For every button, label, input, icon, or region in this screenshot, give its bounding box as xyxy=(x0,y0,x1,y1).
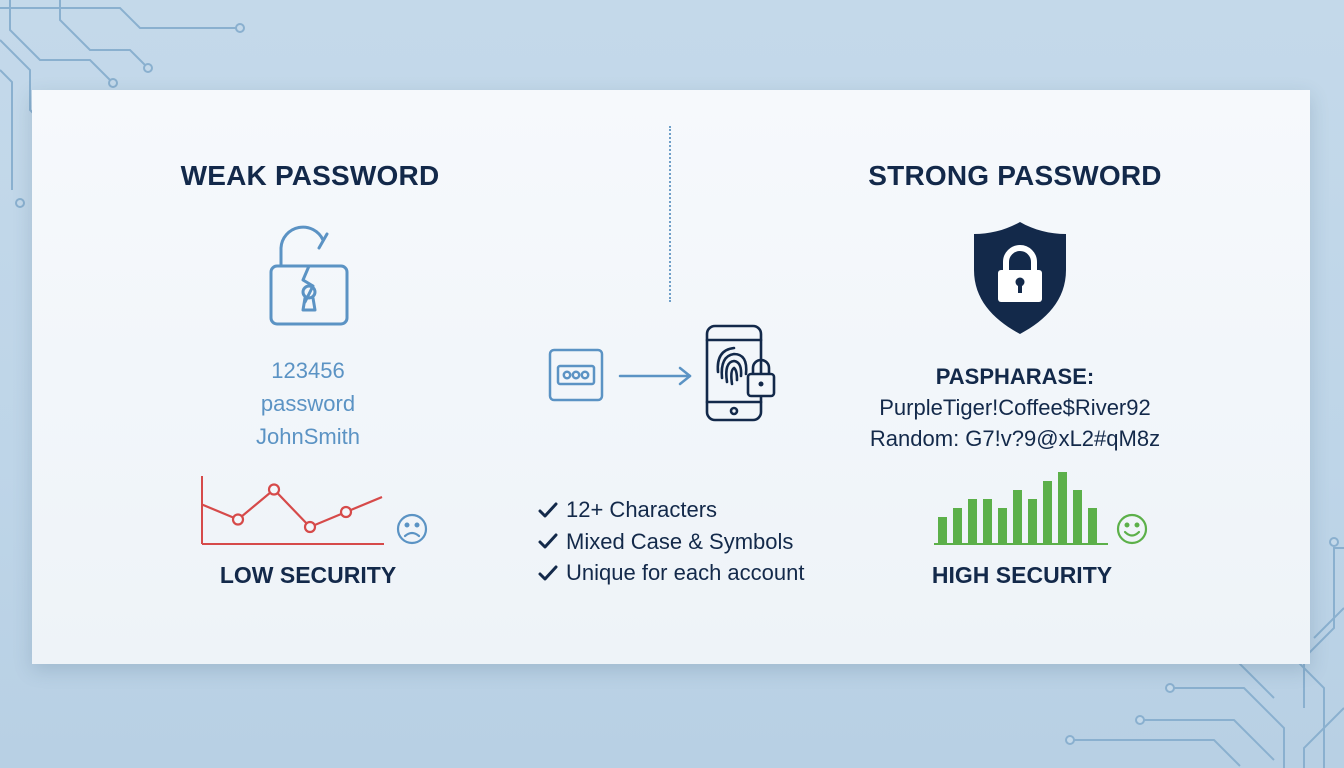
password-tips-list: 12+ Characters Mixed Case & Symbols Uniq… xyxy=(538,494,805,589)
low-chart-point xyxy=(231,513,245,526)
column-divider xyxy=(669,126,671,302)
high-chart-bar xyxy=(998,508,1007,544)
happy-face-icon xyxy=(1116,513,1148,545)
arrow-right-icon xyxy=(618,366,692,386)
high-chart-bar xyxy=(1058,472,1067,544)
high-chart-bar xyxy=(1043,481,1052,544)
weak-examples: 123456 password JohnSmith xyxy=(208,354,408,453)
weak-example-1: 123456 xyxy=(271,358,345,383)
tip-item: Unique for each account xyxy=(538,557,805,589)
high-chart-bar xyxy=(953,508,962,544)
check-icon xyxy=(538,533,558,549)
check-icon xyxy=(538,565,558,581)
weak-example-2: password xyxy=(260,391,356,416)
sad-face-icon xyxy=(396,513,428,545)
weak-example-3: JohnSmith xyxy=(256,424,360,449)
low-chart-point xyxy=(339,505,353,519)
high-chart-bar xyxy=(1073,490,1082,544)
tip-item: 12+ Characters xyxy=(538,494,805,526)
phone-fingerprint-icon xyxy=(705,324,776,422)
high-chart-bar xyxy=(1028,499,1037,544)
passphrase-label: PASPHARASE: xyxy=(935,364,1095,389)
tip-item: Mixed Case & Symbols xyxy=(538,526,805,558)
password-field-icon xyxy=(548,348,604,402)
weak-password-heading: WEAK PASSWORD xyxy=(180,160,440,191)
broken-padlock-icon xyxy=(269,225,349,326)
shield-lock-icon xyxy=(974,222,1066,334)
low-chart-line xyxy=(201,487,383,529)
tip-text: 12+ Characters xyxy=(566,497,718,522)
low-chart-point xyxy=(267,483,281,496)
strong-examples: PASPHARASE: PurpleTiger!Coffee$River92 R… xyxy=(860,362,1170,454)
low-security-line-chart xyxy=(201,476,384,545)
high-chart-bar xyxy=(1013,490,1022,544)
high-chart-bar xyxy=(1088,508,1097,544)
low-chart-point xyxy=(303,520,317,534)
tip-text: Mixed Case & Symbols xyxy=(566,528,794,554)
passphrase-example: PurpleTiger!Coffee$River92 xyxy=(879,395,1151,420)
high-chart-bar xyxy=(968,499,977,544)
tip-text: Unique for each account xyxy=(566,560,805,585)
low-security-label: LOW SECURITY xyxy=(219,562,397,588)
strong-password-heading: STRONG PASSWORD xyxy=(868,160,1162,191)
high-chart-bar xyxy=(938,517,947,544)
high-chart-bar xyxy=(983,499,992,544)
random-password-example: Random: G7!v?9@xL2#qM8z xyxy=(869,426,1161,451)
high-security-bar-chart xyxy=(934,472,1108,545)
high-security-label: HIGH SECURITY xyxy=(931,562,1113,588)
check-icon xyxy=(538,502,558,518)
